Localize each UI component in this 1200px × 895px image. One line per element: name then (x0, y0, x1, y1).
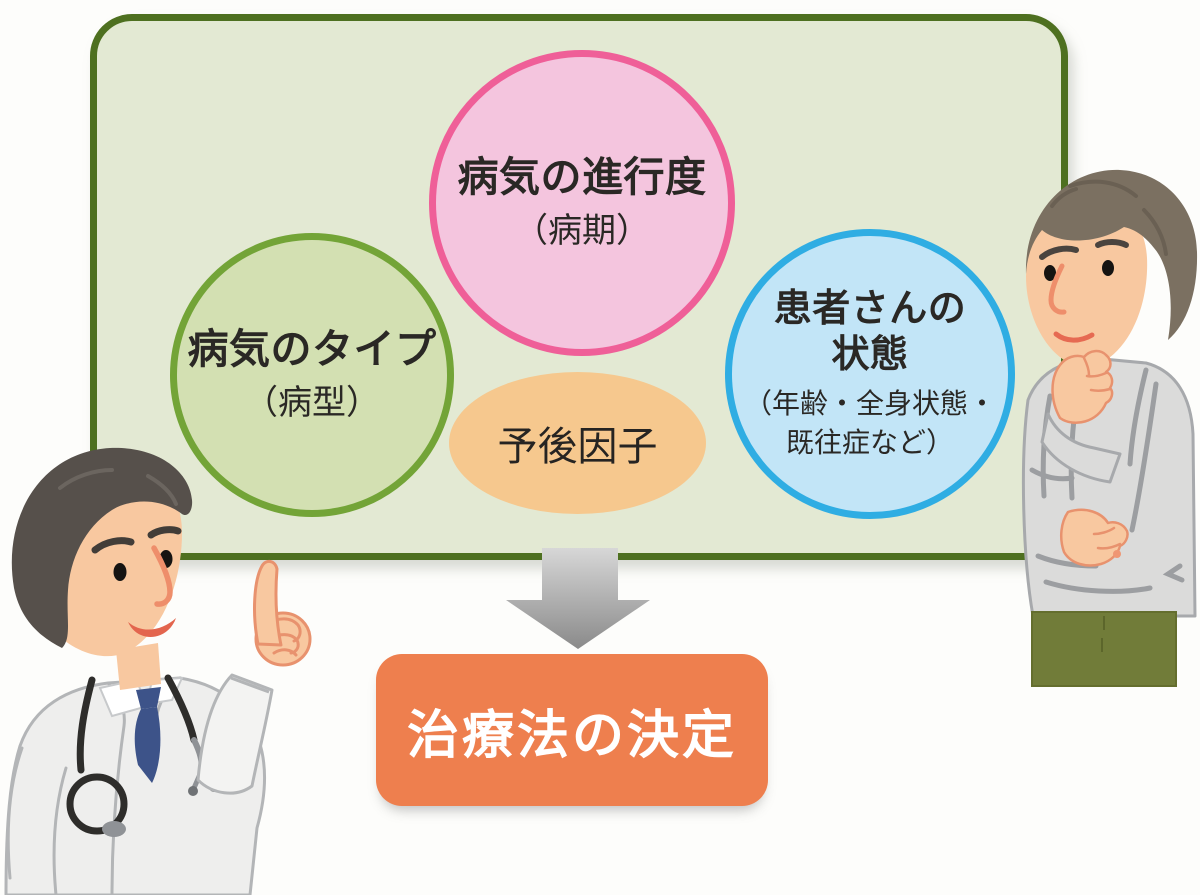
doctor-eye-left (113, 563, 127, 581)
patient-condition-subtitle-line2: 既往症など） (785, 426, 954, 460)
prognosis-ellipse: 予後因子 (449, 372, 706, 514)
patient-mouth (1053, 331, 1095, 343)
patient-condition-subtitle-line1: （年齢・全身状態・ (743, 386, 996, 420)
disease-type-subtitle: （病型） (244, 383, 380, 424)
down-arrow-icon (506, 548, 650, 649)
disease-stage-subtitle: （病期） (514, 211, 650, 252)
disease-stage-title: 病気の進行度 (457, 153, 707, 202)
patient-hand-waist (1059, 508, 1129, 567)
circle-patient-condition: 患者さんの 状態 （年齢・全身状態・ 既往症など） (725, 229, 1015, 519)
patient-hand-chin (1051, 349, 1114, 424)
doctor-mouth (128, 618, 176, 637)
doctor-body (4, 447, 312, 895)
doctor-tie (136, 687, 161, 709)
result-box: 治療法の決定 (376, 654, 768, 806)
prognosis-label: 予後因子 (497, 424, 658, 470)
patient-condition-title-line2: 状態 (831, 332, 909, 377)
doctor-illustration (4, 447, 312, 895)
disease-type-title: 病気のタイプ (187, 325, 437, 374)
doctor-hair (11, 447, 193, 648)
patient-eye-left (1044, 265, 1056, 281)
patient-body (1021, 169, 1198, 687)
patient-pants (1031, 611, 1177, 687)
patient-eye-right (1102, 260, 1114, 276)
patient-hair (1025, 169, 1198, 340)
doctor-arm (196, 673, 274, 795)
patient-condition-title: 患者さんの 状態 (774, 285, 967, 378)
doctor-pointing-finger (253, 560, 283, 647)
patient-condition-title-line1: 患者さんの (773, 285, 967, 330)
patient-condition-subtitle: （年齢・全身状態・ 既往症など） (744, 384, 996, 464)
result-label: 治療法の決定 (406, 705, 737, 766)
circle-disease-type: 病気のタイプ （病型） (170, 233, 454, 517)
circle-disease-stage: 病気の進行度 （病期） (429, 50, 735, 356)
patient-illustration (1021, 169, 1198, 687)
